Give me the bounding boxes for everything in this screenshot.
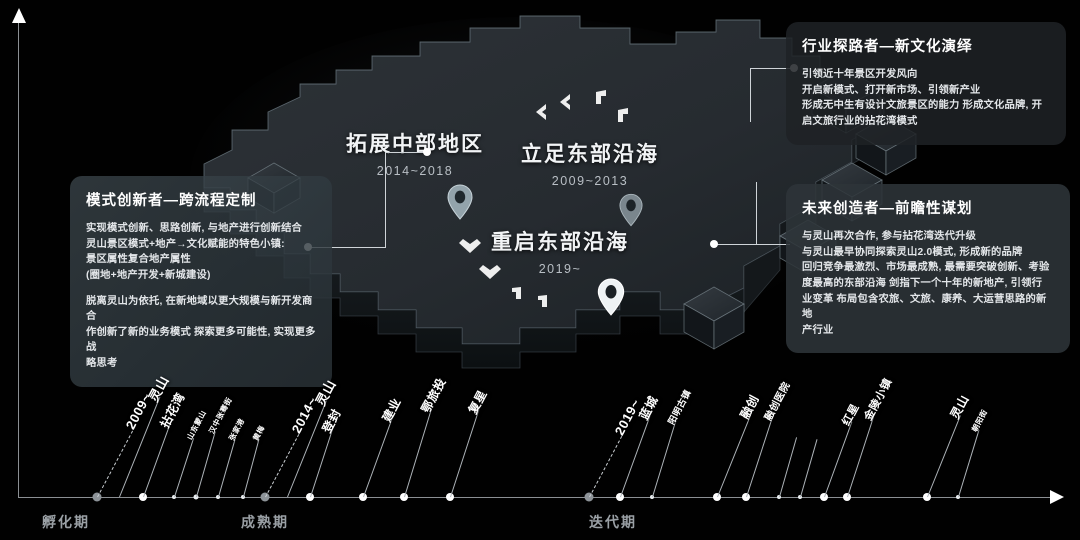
- timeline-leader-line: [218, 439, 236, 498]
- timeline-event-label: 灵山: [947, 393, 972, 422]
- timeline-dot[interactable]: [306, 493, 314, 501]
- region-title: 立足东部沿海: [521, 143, 659, 166]
- timeline-leader-line: [196, 431, 216, 498]
- timeline-leader-line: [652, 422, 676, 498]
- vertical-axis-arrow-icon: [12, 8, 26, 23]
- timeline-dot[interactable]: [241, 495, 245, 499]
- timeline-leader-line: [800, 439, 818, 498]
- timeline-phase-label: 迭代期: [589, 514, 637, 530]
- callout-industry-pathfinder[interactable]: 行业探路者—新文化演绎 引领近十年景区开发风向 开启新模式、打开新市场、引领新产…: [786, 22, 1066, 145]
- timeline-leader-line: [97, 426, 136, 498]
- region-label-east-coast: 立足东部沿海 2009~2013: [510, 138, 670, 188]
- timeline-event-label: 张家港: [226, 417, 246, 443]
- timeline-event-label: 阳明古镇: [666, 388, 693, 427]
- timeline-dot[interactable]: [616, 493, 624, 501]
- timeline-axis-arrow-icon: [1050, 490, 1064, 504]
- timeline-dot[interactable]: [798, 495, 802, 499]
- timeline-leader-line: [589, 431, 625, 498]
- callout-paragraph: 与灵山再次合作, 参与拈花湾迭代升级 与灵山最早协同探索灵山2.0模式, 形成新…: [802, 231, 1050, 336]
- region-title: 拓展中部地区: [346, 133, 484, 156]
- timeline-event-label: 融创医院: [763, 380, 793, 423]
- timeline-leader-line: [310, 428, 334, 498]
- timeline-dot[interactable]: [923, 493, 931, 501]
- timeline-dot[interactable]: [193, 494, 199, 500]
- timeline-dot[interactable]: [400, 493, 408, 501]
- timeline-phase-label: 孵化期: [42, 514, 90, 530]
- timeline-dot[interactable]: [650, 495, 654, 499]
- timeline-event-label: 黄梅: [250, 423, 267, 443]
- callout-mode-innovator[interactable]: 模式创新者—跨流程定制 实现模式创新、思路创新, 与地产进行创新结合 灵山景区模…: [70, 176, 332, 387]
- connector-endpoint-dot: [423, 148, 431, 156]
- connector-endpoint-dot: [710, 240, 718, 248]
- timeline-dot[interactable]: [584, 492, 594, 502]
- callout-title: 未来创造者—前瞻性谋划: [802, 201, 973, 217]
- timeline-leader-line: [779, 437, 798, 498]
- timeline-leader-line: [404, 408, 432, 498]
- timeline-leader-line: [243, 438, 260, 498]
- timeline-dot[interactable]: [446, 493, 454, 501]
- map-pin-east-restart[interactable]: [597, 278, 625, 321]
- region-label-east-restart: 重启东部沿海 2019~: [480, 226, 640, 276]
- region-label-central: 拓展中部地区 2014~2018: [335, 128, 495, 178]
- timeline-leader-line: [717, 415, 751, 498]
- timeline-axis: [18, 497, 1052, 498]
- timeline-phase-label: 成熟期: [241, 514, 289, 530]
- timeline-leader-line: [265, 429, 302, 498]
- timeline-dot[interactable]: [139, 493, 147, 501]
- callout-paragraph: 引领近十年景区开发风向 开启新模式、打开新市场、引领新产业 形成无中生有设计文旅…: [802, 69, 1043, 127]
- timeline-event-label: 朝阳街: [970, 407, 990, 434]
- timeline-leader-line: [958, 429, 980, 498]
- timeline-leader-line: [824, 421, 853, 498]
- timeline-event-label: 山东蒙山: [185, 408, 209, 442]
- timeline-dot[interactable]: [172, 495, 176, 499]
- region-years: 2014~2018: [376, 164, 454, 178]
- timeline-event-label: 蓝城: [637, 393, 662, 423]
- timeline-leader-line: [363, 417, 393, 498]
- map-pin-central[interactable]: [447, 184, 473, 225]
- timeline-dot[interactable]: [216, 495, 220, 499]
- timeline-leader-line: [847, 416, 874, 498]
- callout-future-creator[interactable]: 未来创造者—前瞻性谋划 与灵山再次合作, 参与拈花湾迭代升级 与灵山最早协同探索…: [786, 184, 1070, 354]
- map-pin-east-coast[interactable]: [619, 193, 643, 232]
- timeline-dot[interactable]: [777, 495, 781, 499]
- region-years: 2009~2013: [551, 174, 629, 188]
- timeline-dot[interactable]: [713, 493, 721, 501]
- timeline-dot[interactable]: [820, 493, 828, 501]
- callout-paragraph: 脱离灵山为依托, 在新地域以更大规模与新开发商合 作创新了新的业务模式 探索更多…: [86, 295, 316, 370]
- timeline-event-label: 建业: [379, 395, 404, 425]
- callout-paragraph: 实现模式创新、思路创新, 与地产进行创新结合 灵山景区模式+地产→文化赋能的特色…: [86, 223, 303, 281]
- timeline-dot[interactable]: [843, 493, 851, 501]
- timeline-leader-line: [927, 415, 961, 498]
- timeline-dot[interactable]: [742, 493, 750, 501]
- region-years: 2019~: [538, 262, 582, 276]
- timeline-dot[interactable]: [359, 493, 367, 501]
- callout-title: 行业探路者—新文化演绎: [802, 39, 973, 55]
- timeline-event-label: 鄂旅投: [418, 375, 449, 416]
- timeline-leader-line: [143, 423, 171, 498]
- timeline-leader-line: [746, 416, 773, 498]
- timeline-dot[interactable]: [956, 495, 960, 499]
- timeline-leader-line: [450, 409, 480, 498]
- timeline-dot[interactable]: [260, 492, 270, 502]
- callout-title: 模式创新者—跨流程定制: [86, 193, 257, 209]
- timeline-event-label: 复星: [466, 387, 491, 416]
- timeline-leader-line: [174, 437, 195, 498]
- timeline-event-label: 金陵小镇: [862, 376, 895, 423]
- vertical-axis: [18, 22, 19, 498]
- timeline-dot[interactable]: [92, 492, 102, 502]
- timeline-event-label: 融创: [737, 393, 762, 422]
- region-title: 重启东部沿海: [491, 231, 629, 254]
